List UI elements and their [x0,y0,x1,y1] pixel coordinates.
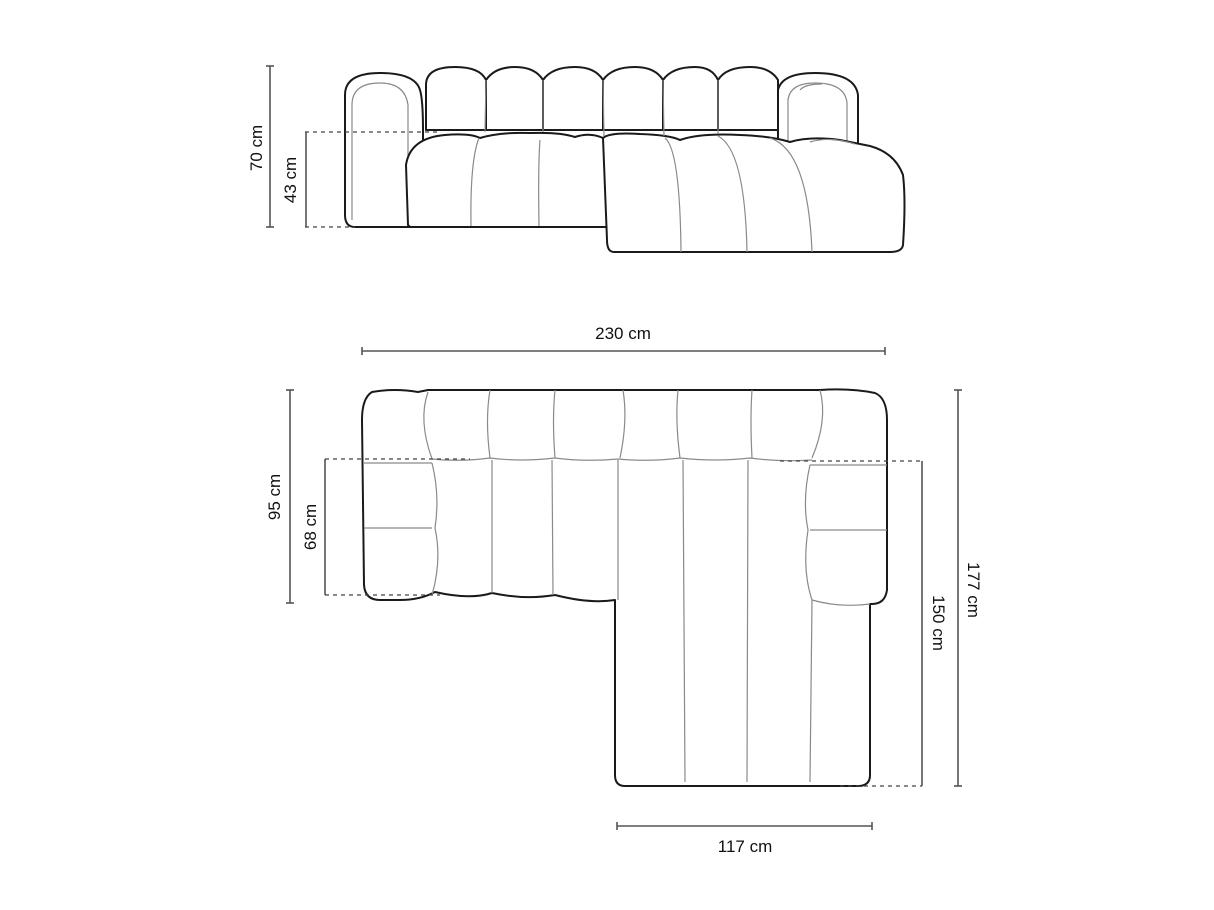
front-chaise [602,132,906,253]
top-view [286,347,962,830]
front-back-cushion-5 [662,66,719,131]
front-back-cushion-6 [717,66,779,131]
label-overall-height: 70 cm [247,125,266,171]
front-right-arm [777,72,859,151]
label-overall-width: 230 cm [595,324,651,343]
label-seat-height: 43 cm [281,157,300,203]
front-back-cushion-2 [485,66,544,131]
front-back-cushion-4 [602,66,664,131]
label-sofa-depth: 95 cm [265,474,284,520]
label-chaise-seat-length: 150 cm [929,595,948,651]
front-back-cushion-3 [542,66,604,131]
top-outline [361,388,888,787]
front-seat-left [405,131,609,228]
front-back-cushion-1 [425,66,487,131]
front-left-arm [344,72,424,228]
label-chaise-width: 117 cm [718,837,773,856]
label-chaise-length: 177 cm [964,562,983,618]
label-seat-depth: 68 cm [301,504,320,550]
front-view [266,65,906,253]
